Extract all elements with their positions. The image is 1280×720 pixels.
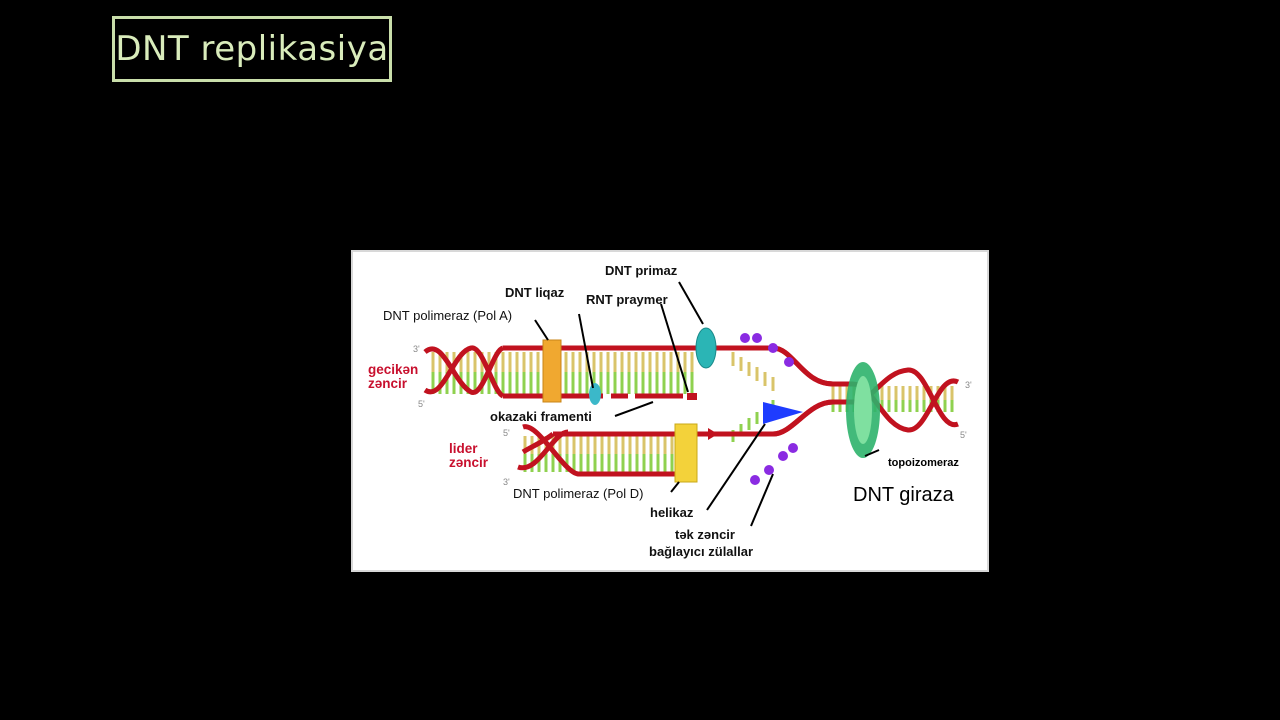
ssb-proteins bbox=[740, 333, 798, 485]
end-top-left-3: 3' bbox=[413, 344, 420, 354]
fork-lower-arm bbox=[772, 399, 834, 437]
diagram-panel: DNT primaz DNT liqaz RNT praymer DNT pol… bbox=[351, 250, 989, 572]
gyrase-inner bbox=[854, 376, 872, 444]
fork-upper-arm bbox=[772, 345, 834, 387]
helicase-enzyme bbox=[763, 402, 803, 424]
label-dnt-giraza: DNT giraza bbox=[853, 484, 954, 506]
label-okazaki: okazaki framenti bbox=[490, 409, 592, 424]
end-bottom-left-5: 5' bbox=[503, 428, 510, 438]
replication-fork-diagram bbox=[423, 281, 960, 527]
label-pol-d: DNT polimeraz (Pol D) bbox=[513, 486, 644, 501]
end-right-3: 3' bbox=[965, 380, 972, 390]
label-baglayici: bağlayıcı zülallar bbox=[649, 544, 754, 559]
label-helikaz: helikaz bbox=[650, 505, 694, 520]
leading-strand-arrow bbox=[708, 428, 718, 440]
label-rnt-praymer: RNT praymer bbox=[586, 292, 668, 307]
bottom-parental-strand bbox=[553, 399, 853, 437]
rna-primer-mark bbox=[687, 393, 697, 400]
lagging-helix-strand-1 bbox=[423, 345, 505, 395]
end-bottom-left-3: 3' bbox=[503, 477, 510, 487]
end-top-left-5: 5' bbox=[418, 399, 425, 409]
ligase-enzyme bbox=[589, 383, 601, 405]
label-dnt-primaz: DNT primaz bbox=[605, 263, 678, 278]
pol-d-enzyme bbox=[674, 423, 698, 483]
label-gecikan-2: zəncir bbox=[368, 376, 408, 391]
label-topoizomeraz: topoizomeraz bbox=[888, 457, 959, 469]
label-dnt-liqaz: DNT liqaz bbox=[505, 285, 565, 300]
label-tek-zencir: tək zəncir bbox=[675, 527, 735, 542]
label-gecikan-1: gecikən bbox=[368, 362, 419, 377]
lagging-helix-strand-2 bbox=[423, 345, 505, 399]
label-pol-a: DNT polimeraz (Pol A) bbox=[383, 308, 513, 323]
label-lider-1: lider bbox=[449, 441, 478, 456]
leading-helix-strand-2 bbox=[522, 424, 683, 477]
primase-enzyme bbox=[695, 327, 717, 369]
pol-a-enzyme bbox=[542, 339, 562, 403]
leader-lines bbox=[534, 281, 880, 527]
title-box: DNT replikasiya bbox=[112, 16, 392, 82]
label-lider-2: zəncir bbox=[449, 455, 489, 470]
end-right-5: 5' bbox=[960, 430, 967, 440]
page-title: DNT replikasiya bbox=[115, 29, 389, 69]
leading-helix-strand-1 bbox=[521, 432, 555, 455]
